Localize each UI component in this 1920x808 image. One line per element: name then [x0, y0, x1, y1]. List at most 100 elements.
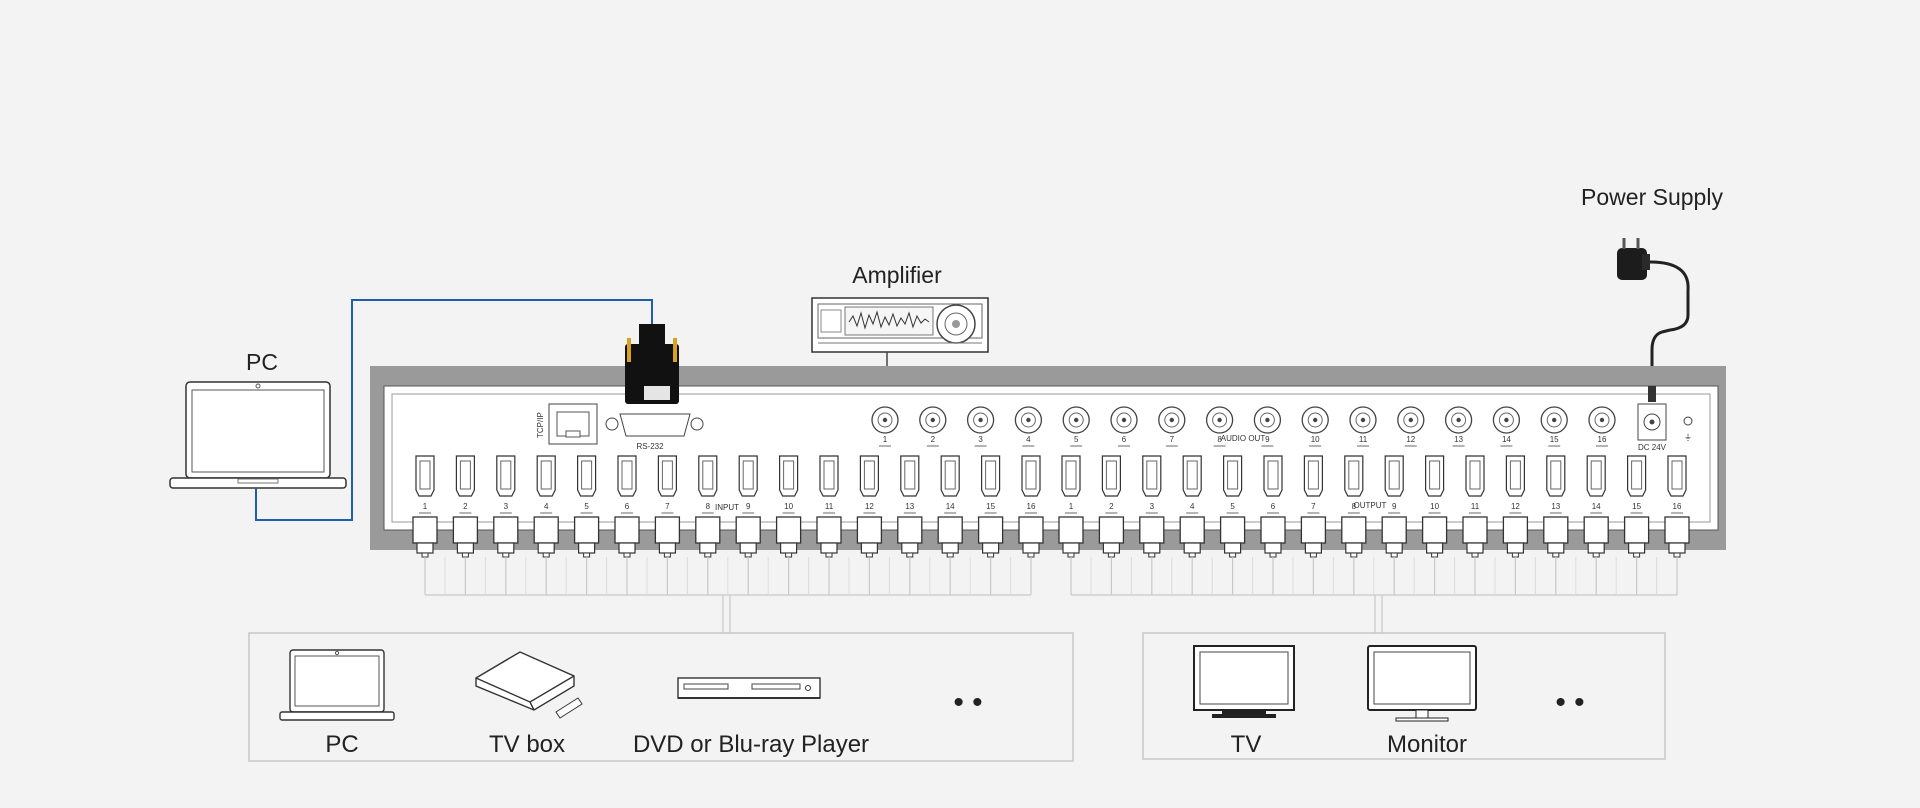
hdmi-plug [695, 516, 721, 558]
hdmi-output-port: 9 [1384, 455, 1404, 514]
hdmi-output-port: 2 [1101, 455, 1121, 514]
hdmi-plug [533, 516, 559, 558]
hdmi-input-port: 3 [496, 455, 516, 514]
audio-port-number: 4 [1026, 435, 1031, 444]
hdmi-plug [1058, 516, 1084, 558]
audio-jack: 10 [1301, 406, 1329, 447]
hdmi-output-port: 8 [1344, 455, 1364, 514]
hdmi-input-port: 5 [577, 455, 597, 514]
output-port-number: 15 [1632, 502, 1641, 511]
hdmi-plug [1462, 516, 1488, 558]
hdmi-input-port: 11 [819, 455, 839, 514]
hdmi-plug [654, 516, 681, 558]
hdmi-plug [493, 516, 519, 558]
hdmi-plug [937, 516, 963, 558]
output-port-number: 4 [1190, 502, 1195, 511]
input-port-number: 12 [865, 502, 874, 511]
output-label: OUTPUT [1354, 501, 1387, 510]
ground-symbol: ⏚ [1684, 433, 1692, 442]
hdmi-input-port: 1 [415, 455, 435, 514]
audio-port-number: 12 [1406, 435, 1415, 444]
laptop-icon [169, 381, 347, 489]
audio-jack: 12 [1397, 406, 1425, 447]
displays-box [1142, 632, 1666, 760]
hdmi-plug [573, 516, 600, 558]
output-port-number: 2 [1109, 502, 1114, 511]
hdmi-plug [1219, 516, 1246, 558]
output-port-number: 16 [1673, 502, 1682, 511]
hdmi-output-port: 6 [1263, 455, 1283, 514]
input-port-number: 2 [463, 502, 468, 511]
tv-icon [1193, 645, 1295, 718]
audio-port-number: 16 [1598, 435, 1607, 444]
audio-port-number: 10 [1311, 435, 1320, 444]
rs232-label: RS-232 [636, 442, 664, 451]
hdmi-plug [1421, 516, 1448, 558]
hdmi-plug [1179, 516, 1205, 558]
display-monitor-label: Monitor [1387, 731, 1467, 758]
hdmi-plug [1381, 516, 1407, 558]
audio-jack: 13 [1444, 406, 1473, 447]
hdmi-plug [452, 516, 479, 558]
output-port-number: 12 [1511, 502, 1520, 511]
source-tvbox-label: TV box [489, 731, 565, 758]
monitor-icon [1367, 645, 1477, 722]
audio-jack: 1 [871, 406, 899, 447]
laptop-icon [279, 649, 395, 721]
audio-jack: 15 [1540, 406, 1568, 447]
displays-more-dots: • • [1555, 686, 1584, 719]
output-port-number: 7 [1311, 502, 1316, 511]
hdmi-output-port: 11 [1465, 455, 1485, 514]
hdmi-plug [775, 516, 802, 558]
dvd-player-icon [677, 677, 821, 699]
hdmi-output-port: 10 [1425, 455, 1445, 514]
input-port-number: 3 [504, 502, 509, 511]
hdmi-plug [1543, 516, 1569, 558]
hdmi-plug [412, 516, 438, 558]
ground-screw [1683, 416, 1693, 426]
sources-more-dots: • • [953, 686, 982, 719]
display-tv-label: TV [1231, 731, 1262, 758]
hdmi-plug [856, 516, 883, 558]
hdmi-plug [1018, 516, 1044, 558]
input-port-number: 4 [544, 502, 549, 511]
tv-box-icon [475, 651, 583, 719]
hdmi-plug [1341, 516, 1367, 558]
audio-port-number: 14 [1502, 435, 1511, 444]
input-label: INPUT [715, 503, 739, 512]
dc-label: DC 24V [1638, 443, 1667, 452]
power-adapter-icon [1617, 238, 1650, 280]
input-port-number: 10 [784, 502, 793, 511]
hdmi-output-port: 5 [1223, 455, 1243, 514]
hdmi-output-port: 1 [1061, 455, 1081, 514]
output-port-number: 14 [1592, 502, 1601, 511]
input-port-number: 16 [1027, 502, 1036, 511]
output-port-number: 13 [1551, 502, 1560, 511]
hdmi-input-port: 9 [738, 455, 758, 514]
audio-port-number: 15 [1550, 435, 1559, 444]
tcpip-label: TCP/IP [536, 412, 545, 438]
rear-panel [383, 385, 1719, 531]
rs232-cable [255, 299, 653, 521]
power-cable [1649, 260, 1690, 392]
audio-port-number: 9 [1265, 435, 1270, 444]
audio-out-label: AUDIO OUT [1221, 434, 1266, 443]
input-port-number: 8 [706, 502, 711, 511]
audio-jack: 2 [919, 406, 947, 447]
hdmi-plug [735, 516, 761, 558]
amplifier-icon [811, 297, 989, 353]
dc-power-jack [1637, 386, 1667, 441]
input-port-number: 11 [825, 502, 834, 511]
hdmi-input-port: 12 [859, 455, 879, 514]
hdmi-input-port: 2 [455, 455, 475, 514]
input-port-number: 14 [946, 502, 955, 511]
amplifier-label: Amplifier [852, 262, 942, 288]
output-port-number: 5 [1230, 502, 1235, 511]
audio-port-number: 3 [978, 435, 983, 444]
hdmi-output-port: 13 [1546, 455, 1566, 514]
output-port-number: 6 [1271, 502, 1276, 511]
audio-port-number: 1 [883, 435, 888, 444]
hdmi-plug [1583, 516, 1609, 558]
